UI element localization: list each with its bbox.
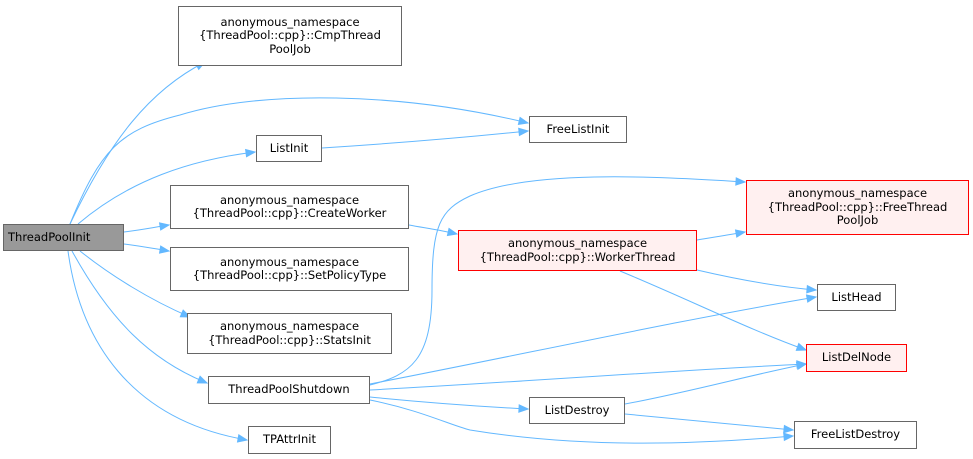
node-label: ListInit [269, 140, 309, 155]
edge-shutdown-to-freelistdestroy [369, 399, 794, 444]
node-label: ThreadPoolShutdown [228, 382, 350, 397]
edge-shutdown-to-freethreadpool [369, 176, 746, 386]
arrowhead-root-to-tpattrinit [236, 434, 249, 443]
arrowhead-workerthread-to-listdelnode [795, 342, 808, 351]
arrowhead-listdestroy-to-freelistdestroy [783, 424, 795, 434]
edge-listdestroy-to-listdelnode [624, 363, 807, 405]
arrowhead-root-to-shutdown [196, 375, 209, 384]
node-label: ListDestroy [544, 402, 610, 417]
edge-listdestroy-to-freelistdestroy [624, 413, 794, 431]
node-cmpthreadpooljob[interactable]: anonymous_namespace {ThreadPool::cpp}::C… [178, 6, 402, 66]
node-threadpoolinit[interactable]: ThreadPoolInit [3, 224, 124, 251]
node-label: ThreadPoolInit [8, 229, 91, 244]
edge-workerthread-to-listdelnode [619, 270, 807, 351]
edge-shutdown-to-listhead [369, 296, 817, 385]
arrowhead-createworker-to-workerthread [446, 227, 459, 237]
edge-shutdown-to-listdelnode [369, 363, 807, 391]
edge-root-to-tpattrinit [67, 250, 248, 441]
node-freelistinit[interactable]: FreeListInit [529, 116, 627, 143]
arrowhead-listdestroy-to-listdelnode [795, 361, 808, 371]
node-listdelnode[interactable]: ListDelNode [806, 344, 907, 372]
node-label: anonymous_namespace [219, 319, 360, 333]
edge-root-to-statsinit [79, 250, 191, 318]
arrowhead-shutdown-to-freethreadpool [735, 177, 747, 186]
arrowhead-shutdown-to-freelistdestroy [783, 432, 795, 442]
node-label: FreeListInit [546, 121, 610, 136]
node-label: {ThreadPool::cpp}::SetPolicyType [192, 268, 387, 282]
node-workerthread[interactable]: anonymous_namespace {ThreadPool::cpp}::W… [458, 230, 697, 271]
arrowhead-root-to-createworker [158, 222, 171, 231]
edge-root-to-freelistinit [69, 97, 529, 225]
node-label: FreeListDestroy [810, 427, 901, 442]
node-label: anonymous_namespace [507, 236, 648, 250]
edge-root-to-cmpjob [69, 61, 206, 225]
node-label: anonymous_namespace [787, 186, 928, 201]
node-createworker[interactable]: anonymous_namespace {ThreadPool::cpp}::C… [170, 185, 409, 229]
arrowhead-shutdown-to-listhead [805, 294, 818, 303]
node-freethreadpooljob[interactable]: anonymous_namespace {ThreadPool::cpp}::F… [746, 180, 969, 235]
node-freelistdestroy[interactable]: FreeListDestroy [794, 421, 917, 449]
node-label: {ThreadPool::cpp}::FreeThread [767, 199, 948, 214]
edge-shutdown-to-listdestroy [369, 396, 529, 410]
node-tpattrinit[interactable]: TPAttrInit [248, 426, 331, 454]
arrowhead-shutdown-to-listdestroy [518, 404, 530, 413]
node-label: anonymous_namespace [219, 192, 360, 207]
node-label: {ThreadPool::cpp}::WorkerThread [479, 249, 676, 264]
arrowhead-root-to-setpolicy [158, 245, 171, 254]
node-label: ListDelNode [821, 350, 892, 365]
node-listdestroy[interactable]: ListDestroy [529, 397, 625, 424]
edge-listinit-to-freelistinit [321, 130, 529, 149]
node-label: TPAttrInit [262, 432, 317, 447]
node-threadpoolshutdown[interactable]: ThreadPoolShutdown [208, 376, 370, 404]
arrowhead-workerthread-to-freethreadpool [734, 229, 747, 238]
node-label: {ThreadPool::cpp}::StatsInit [208, 332, 371, 347]
edge-root-to-listinit [77, 151, 256, 225]
arrowhead-root-to-freelistinit [517, 116, 530, 126]
arrowhead-root-to-listinit [245, 148, 257, 158]
node-label: ListHead [831, 289, 882, 304]
edge-root-to-shutdown [71, 250, 208, 384]
node-label: anonymous_namespace [220, 14, 360, 29]
node-label: {ThreadPool::cpp}::CmpThread [199, 28, 381, 43]
node-setpolicytype[interactable]: anonymous_namespace {ThreadPool::cpp}::S… [170, 247, 409, 291]
node-listinit[interactable]: ListInit [256, 135, 322, 162]
arrowhead-workerthread-to-listhead [806, 284, 818, 294]
node-label: {ThreadPool::cpp}::CreateWorker [192, 206, 387, 220]
node-statsinit[interactable]: anonymous_namespace {ThreadPool::cpp}::S… [187, 313, 392, 354]
arrowhead-listinit-to-freelistinit [518, 127, 530, 137]
node-label: anonymous_namespace [219, 254, 360, 269]
node-label: PoolJob [269, 41, 311, 56]
edge-workerthread-to-listhead [696, 269, 817, 291]
node-label: PoolJob [836, 213, 879, 228]
node-listhead[interactable]: ListHead [817, 284, 896, 311]
